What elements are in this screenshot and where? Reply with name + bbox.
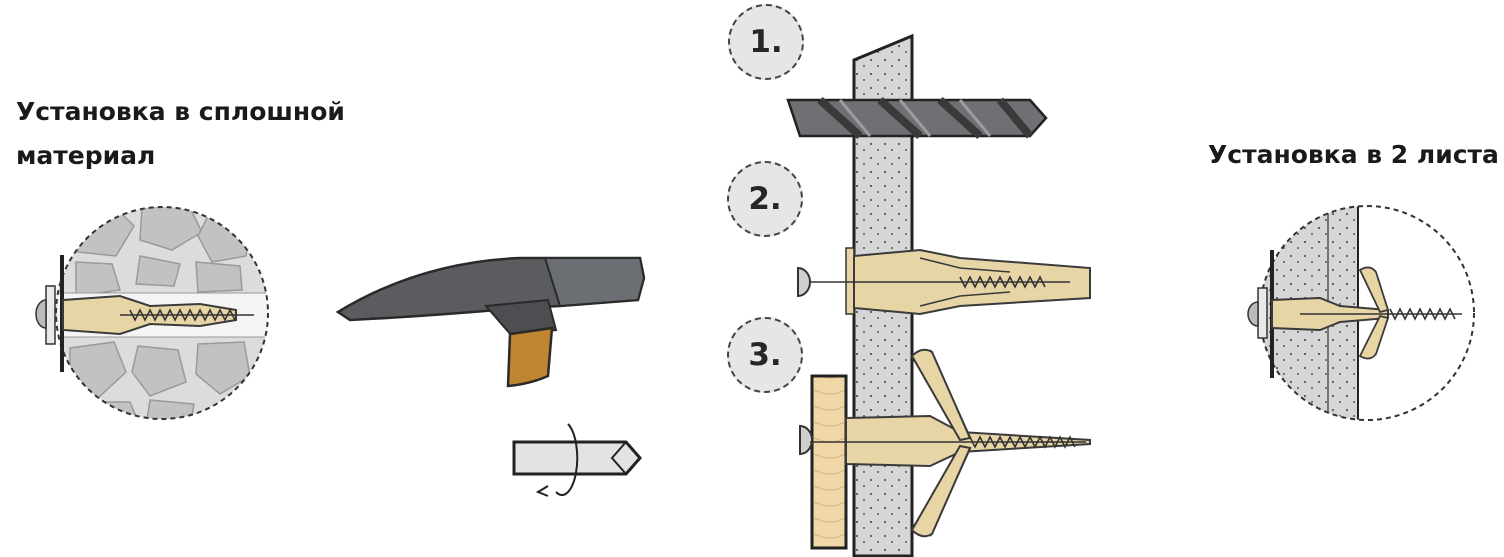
solid-material-illustration: [35, 206, 269, 420]
step-2-badge: 2.: [727, 161, 803, 237]
washer-icon: [45, 285, 56, 345]
rotation-arrow-icon: [512, 423, 642, 497]
step-3-badge: 3.: [727, 317, 803, 393]
solid-material-title-line1: Установка в сплошной: [16, 97, 345, 126]
two-sheets-title: Установка в 2 листа: [1208, 140, 1499, 169]
hollow-wall-anchor-step2: [797, 247, 1091, 316]
drill-bit-icon: [786, 97, 1048, 139]
step-1-badge: 1.: [728, 4, 804, 80]
solid-material-title-line2: материал: [16, 141, 156, 170]
wood-board: [810, 374, 848, 550]
hollow-wall-anchor-step3: [799, 348, 1091, 550]
screw-icon: [120, 308, 254, 322]
hammer-icon: [335, 256, 646, 388]
two-sheets-illustration: [1247, 205, 1475, 421]
